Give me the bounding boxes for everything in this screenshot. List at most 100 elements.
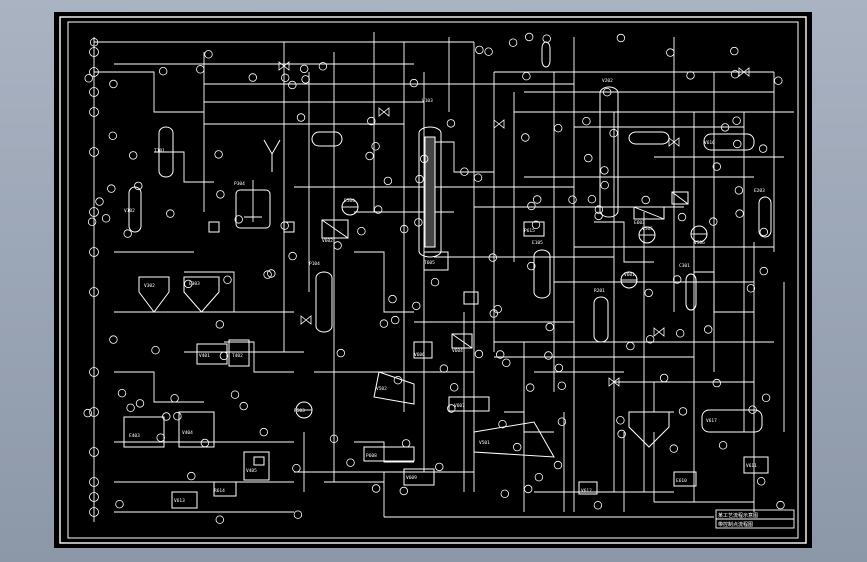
instrument-bubble <box>527 201 536 211</box>
conveyor <box>473 421 555 458</box>
equipment-box <box>673 471 697 487</box>
equipment-tag: R614 <box>214 488 225 494</box>
equipment-tag: C301 <box>679 263 690 269</box>
instrument-bubble <box>533 195 542 204</box>
instrument-bubble <box>616 416 625 425</box>
instrument-bubble <box>488 253 497 262</box>
equipment-tag: E203 <box>754 188 765 194</box>
valve <box>738 67 750 77</box>
stream-inlet <box>89 492 99 502</box>
instrument-bubble <box>720 123 730 132</box>
instrument-bubble <box>115 500 124 509</box>
instrument-bubble <box>500 489 509 498</box>
instrument-bubble <box>401 439 411 448</box>
instrument-bubble <box>156 433 165 442</box>
vessel <box>593 296 609 343</box>
equipment-tag: E504 <box>344 198 355 204</box>
sheet-border-outer <box>59 16 807 544</box>
stream-inlet <box>89 47 99 57</box>
instrument-bubble <box>215 515 224 524</box>
instrument-bubble <box>336 348 345 358</box>
instrument-bubble <box>439 364 449 373</box>
instrument-bubble <box>616 33 626 43</box>
instrument-bubble <box>593 501 603 510</box>
instrument-bubble <box>173 412 182 421</box>
instrument-bubble <box>400 224 409 234</box>
instrument-bubble <box>774 76 783 85</box>
equipment-tag: V606 <box>414 352 425 358</box>
equipment-tag: P304 <box>234 181 245 187</box>
instrument-bubble <box>732 116 741 125</box>
pipe-segment <box>671 191 689 205</box>
instrument-bubble <box>374 205 383 214</box>
instrument-bubble <box>84 74 93 83</box>
instrument-bubble <box>626 341 635 351</box>
instrument-bubble <box>521 133 530 142</box>
storage-tank <box>123 416 165 448</box>
instrument-bubble <box>508 38 518 47</box>
instrument-bubble <box>101 214 111 223</box>
labels: 某工艺流程示意图带控制点流程图T101V102V103P104E105R201V… <box>124 78 765 528</box>
equipment-box <box>283 221 295 233</box>
instrument-bubble <box>162 412 171 421</box>
pump <box>295 401 313 419</box>
equipment-tag: V506 <box>694 240 705 246</box>
hopper <box>183 276 220 313</box>
equipment <box>123 41 772 509</box>
equipment-tag: E403 <box>129 433 140 439</box>
instrument-bubble <box>263 270 272 279</box>
instrument-bubble <box>151 346 160 355</box>
instrument-bubble <box>527 261 536 271</box>
equipment-tag: T605 <box>424 260 435 266</box>
pipe-segment <box>321 219 349 239</box>
horizontal-drum <box>701 409 763 433</box>
instrument-bubble <box>391 315 400 325</box>
instrument-bubble <box>420 154 429 164</box>
instrument-bubble <box>365 151 374 161</box>
column-packing <box>424 136 436 248</box>
equipment-tag: V302 <box>144 283 155 289</box>
instrument-bubble <box>669 444 678 453</box>
equipment-tag: V601 <box>624 272 635 278</box>
equipment-tag: P608 <box>366 453 377 459</box>
instrument-bubble <box>126 403 135 412</box>
equipment-tag: R201 <box>594 288 605 294</box>
pipe-run <box>354 251 414 313</box>
instrument-bubble <box>196 65 205 74</box>
stream-inlet <box>89 507 99 517</box>
instrument-bubble <box>531 220 541 229</box>
instrument-bubble <box>617 429 626 439</box>
equipment-box <box>423 251 449 271</box>
instrument-bubble <box>117 389 127 398</box>
dryer <box>228 339 250 367</box>
instrument-bubble <box>346 458 355 467</box>
stream-inlet <box>89 367 99 377</box>
equipment-tag: E610 <box>676 478 687 484</box>
instrument-bubble <box>600 180 609 190</box>
stream-inlet <box>89 477 99 487</box>
instrument-bubble <box>280 221 289 230</box>
equipment-tag: V405 <box>246 468 257 474</box>
equipment-tag: V611 <box>746 463 757 469</box>
instrument-bubble <box>187 471 196 481</box>
instrument-bubble <box>646 335 655 344</box>
title-block-line1: 某工艺流程示意图 <box>718 512 758 519</box>
pipe-run <box>434 141 494 173</box>
instrument-bubble <box>594 211 603 221</box>
instrument-bubble <box>412 301 421 311</box>
equipment-tag: V102 <box>124 208 135 214</box>
instrument-bubble <box>545 322 554 332</box>
instrument-bubble <box>735 209 744 218</box>
instrument-bubble <box>686 71 695 80</box>
instrument-bubble <box>288 251 297 261</box>
equipment-tag: V501 <box>479 440 490 446</box>
instrument-bubble <box>761 393 771 402</box>
instrument-bubble <box>534 473 544 482</box>
instrument-bubble <box>524 484 533 494</box>
equipment-box <box>523 221 545 237</box>
equipment-tag: V202 <box>602 78 613 84</box>
pipe-run <box>154 151 214 183</box>
instrument-bubble <box>677 212 687 222</box>
instrument-bubble <box>296 113 306 122</box>
stream-inlet <box>89 447 99 457</box>
